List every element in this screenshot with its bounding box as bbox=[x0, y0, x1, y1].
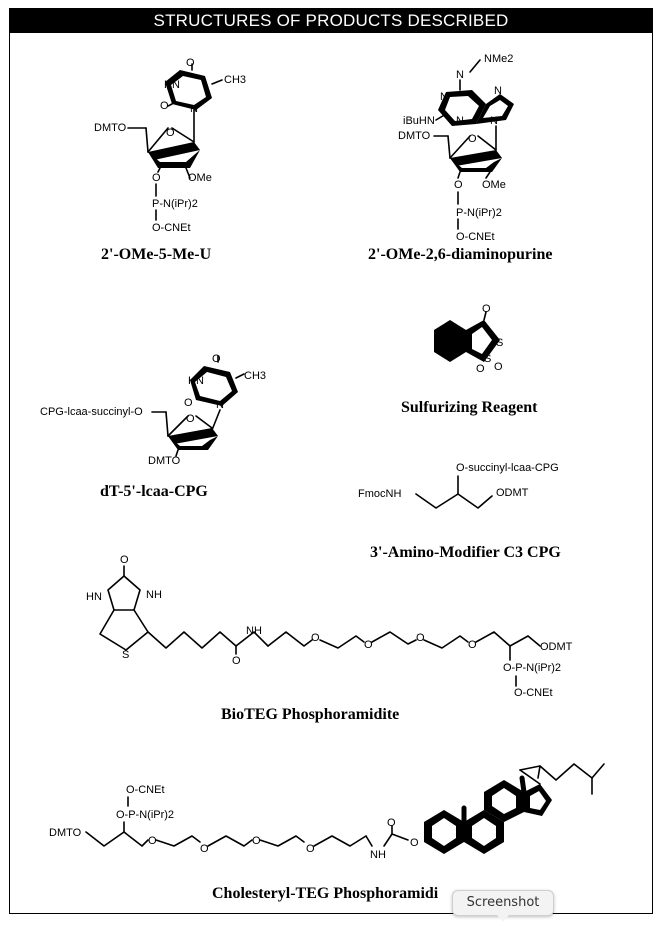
atom-o: O bbox=[120, 554, 129, 566]
atom-o: O bbox=[212, 353, 221, 365]
structure-bioteg: O HN NH S O NH O O O O ODMT O-P-N(iPr)2 … bbox=[86, 554, 573, 723]
structures-panel: STRUCTURES OF PRODUCTS DESCRIBED bbox=[9, 8, 653, 914]
atom-hn: HN bbox=[164, 79, 180, 91]
atom-dmto: DMTO bbox=[49, 827, 82, 839]
atom-ocnet: O-CNEt bbox=[514, 687, 553, 699]
atom-n: N bbox=[440, 91, 448, 103]
atom-o: O bbox=[152, 172, 161, 184]
atom-n: N bbox=[490, 115, 498, 127]
atom-o: O bbox=[482, 303, 491, 315]
atom-fmocnh: FmocNH bbox=[358, 488, 401, 500]
atom-ocnet: O-CNEt bbox=[126, 784, 165, 796]
atom-pn: P-N(iPr)2 bbox=[456, 207, 502, 219]
structure-cholesteryl-teg: O-CNEt O-P-N(iPr)2 DMTO O O O O NH O O bbox=[49, 763, 605, 902]
panel-title: STRUCTURES OF PRODUCTS DESCRIBED bbox=[10, 9, 652, 33]
atom-opn: O-P-N(iPr)2 bbox=[503, 662, 561, 674]
atom-o-succinyl: O-succinyl-lcaa-CPG bbox=[456, 462, 559, 474]
atom-ome: OMe bbox=[188, 172, 212, 184]
structure-3-amino-modifier: O-succinyl-lcaa-CPG FmocNH ODMT 3'-Amino… bbox=[358, 462, 561, 561]
caption-cholesteryl-teg: Cholesteryl-TEG Phosphoramidi bbox=[212, 885, 439, 902]
atom-o: O bbox=[454, 179, 463, 191]
atom-s: S bbox=[122, 649, 129, 661]
structure-2-ome-5-me-u: O CH3 HN O N O DMTO OMe O P-N(iPr)2 O-CN… bbox=[94, 57, 246, 263]
atom-pn: P-N(iPr)2 bbox=[152, 198, 198, 210]
atom-dmto: DMTO bbox=[94, 122, 127, 134]
atom-o: O bbox=[160, 100, 169, 112]
caption-3-amino-modifier: 3'-Amino-Modifier C3 CPG bbox=[370, 544, 561, 561]
atom-o: O bbox=[476, 363, 485, 375]
atom-o: O bbox=[232, 655, 241, 667]
atom-dmto: DMTO bbox=[148, 455, 181, 467]
screenshot-tooltip: Screenshot bbox=[452, 890, 554, 922]
caption-sulfurizing-reagent: Sulfurizing Reagent bbox=[401, 399, 538, 416]
atom-o: O bbox=[311, 632, 320, 644]
atom-n: N bbox=[494, 85, 502, 97]
atom-odmt: ODMT bbox=[496, 487, 529, 499]
atom-o: O bbox=[364, 639, 373, 651]
structure-2-ome-diaminopurine: NMe2 N N N N N iBuHN O DMTO OMe O P-N(iP… bbox=[368, 53, 552, 263]
atom-ibuhn: iBuHN bbox=[403, 115, 435, 127]
atom-nme2: NMe2 bbox=[484, 53, 513, 65]
caption-2-ome-diaminopurine: 2'-OMe-2,6-diaminopurine bbox=[368, 246, 552, 263]
caption-2-ome-5-me-u: 2'-OMe-5-Me-U bbox=[101, 246, 212, 263]
atom-ocnet: O-CNEt bbox=[456, 231, 495, 243]
atom-nh: NH bbox=[370, 849, 386, 861]
atom-o: O bbox=[184, 397, 193, 409]
atom-o: O bbox=[387, 817, 396, 829]
atom-n: N bbox=[216, 399, 224, 411]
atom-ocnet: O-CNEt bbox=[152, 222, 191, 234]
atom-dmto: DMTO bbox=[398, 130, 431, 142]
atom-o: O bbox=[148, 835, 157, 847]
atom-ch3: CH3 bbox=[244, 370, 266, 382]
atom-n: N bbox=[190, 103, 198, 115]
atom-n: N bbox=[456, 115, 464, 127]
atom-o: O bbox=[186, 57, 195, 69]
atom-o: O bbox=[252, 835, 261, 847]
atom-o: O bbox=[416, 632, 425, 644]
atom-nh: NH bbox=[146, 589, 162, 601]
atom-o: O bbox=[494, 361, 503, 373]
atom-o: O bbox=[186, 413, 195, 425]
structure-sulfurizing-reagent: O S S O O Sulfurizing Reagent bbox=[401, 303, 538, 416]
atom-n: N bbox=[456, 69, 464, 81]
caption-bioteg: BioTEG Phosphoramidite bbox=[221, 706, 399, 723]
atom-o: O bbox=[468, 639, 477, 651]
atom-ome: OMe bbox=[482, 179, 506, 191]
atom-cpg-succinyl: CPG-lcaa-succinyl-O bbox=[40, 406, 143, 418]
atom-o: O bbox=[410, 837, 419, 849]
atom-odmt: ODMT bbox=[540, 641, 573, 653]
atom-o: O bbox=[166, 127, 175, 139]
atom-nh: NH bbox=[246, 625, 262, 637]
structure-dt-lcaa-cpg: O CH3 HN O N O CPG-lcaa-succinyl-O DMTO … bbox=[40, 353, 266, 500]
atom-s: S bbox=[484, 353, 491, 365]
atom-hn: HN bbox=[188, 375, 204, 387]
atom-ch3: CH3 bbox=[224, 74, 246, 86]
atom-s: S bbox=[496, 337, 503, 349]
atom-o: O bbox=[468, 133, 477, 145]
atom-o: O bbox=[306, 843, 315, 855]
atom-o: O bbox=[200, 843, 209, 855]
atom-opn: O-P-N(iPr)2 bbox=[116, 809, 174, 821]
atom-hn: HN bbox=[86, 591, 102, 603]
caption-dt-lcaa-cpg: dT-5'-lcaa-CPG bbox=[100, 483, 208, 500]
